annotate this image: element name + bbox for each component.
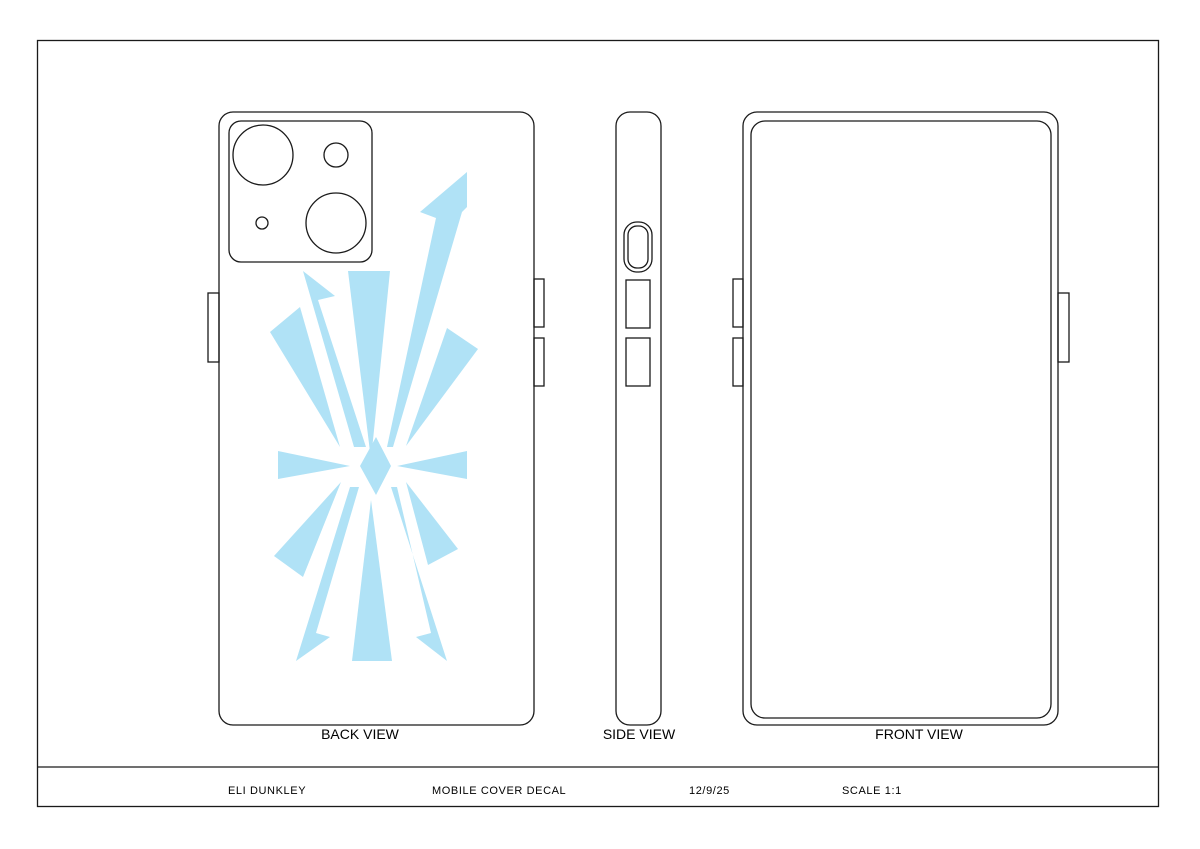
back-right-button-upper [533, 278, 545, 328]
decal-ray-bottom-right-arrow [391, 487, 447, 661]
back-phone-body [218, 111, 535, 726]
back-left-button [207, 292, 220, 363]
side-button-upper [625, 279, 651, 329]
back-view [207, 111, 545, 726]
decal-ray-bottom-left-arrow [296, 487, 359, 661]
decal-ray-mid-right [397, 451, 467, 479]
decal-diamond [360, 437, 391, 495]
decal-ray-top-center [348, 271, 390, 460]
side-view [615, 111, 662, 726]
side-phone-body [615, 111, 662, 726]
front-left-button-lower [732, 337, 744, 387]
front-screen [750, 120, 1052, 719]
decal-ray-mid-left [278, 451, 350, 479]
front-view [732, 111, 1070, 726]
decal-ray-bottom-center [352, 500, 392, 661]
front-view-label: FRONT VIEW [875, 726, 963, 742]
back-right-button-lower [533, 337, 545, 387]
front-left-button-upper [732, 278, 744, 328]
title-block-author: ELI DUNKLEY [228, 785, 307, 797]
decal-ray-lower-left [274, 482, 341, 577]
decal-ray-upper-left [270, 307, 340, 447]
camera-lens-main-icon [232, 124, 294, 186]
decal-ray-top-right-arrow [387, 172, 467, 447]
front-phone-body [742, 111, 1059, 726]
camera-lens-secondary-icon [305, 192, 367, 254]
decal-ray-top-left-arrow [303, 271, 366, 447]
side-view-label: SIDE VIEW [602, 726, 676, 742]
side-port-outer [623, 221, 653, 273]
camera-sensor-icon [255, 216, 269, 230]
front-right-button [1057, 292, 1070, 363]
drawing-border [36, 39, 1160, 808]
camera-flash-icon [323, 142, 349, 168]
decal-ray-lower-right [406, 482, 458, 565]
decal-artwork [270, 172, 478, 661]
title-block-date: 12/9/25 [689, 785, 730, 797]
decal-ray-upper-right [406, 328, 478, 446]
title-block-scale: SCALE 1:1 [842, 785, 902, 797]
side-port-inner [627, 225, 649, 269]
back-view-label: BACK VIEW [321, 726, 399, 742]
title-block-title: MOBILE COVER DECAL [432, 785, 567, 797]
side-button-lower [625, 337, 651, 387]
camera-module [228, 120, 373, 263]
